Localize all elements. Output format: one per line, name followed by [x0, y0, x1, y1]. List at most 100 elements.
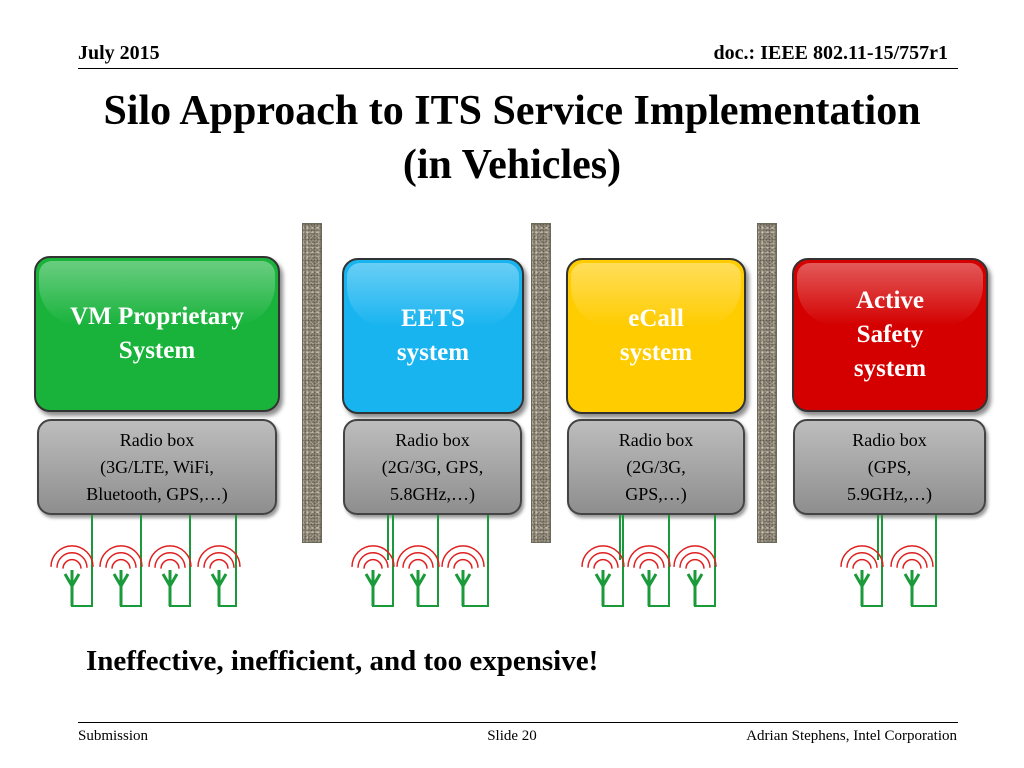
- antenna-wire: [462, 515, 489, 607]
- system-box-active-safety: Active Safety system: [792, 258, 988, 412]
- antenna-icon: [50, 545, 94, 606]
- signal-wave: [197, 545, 241, 567]
- antenna-arms: [63, 573, 81, 589]
- antenna-icon: [627, 545, 671, 606]
- signal-wave: [852, 558, 872, 569]
- signal-wave: [396, 545, 440, 567]
- slide-title-line-1: Silo Approach to ITS Service Implementat…: [103, 88, 921, 134]
- signal-wave: [593, 558, 613, 569]
- antenna-wire: [417, 515, 439, 607]
- radio-box-ecall: Radio box (2G/3G, GPS,…): [567, 419, 745, 515]
- antenna-wire: [694, 515, 716, 607]
- signal-wave: [50, 545, 94, 567]
- radio-box-label: Radio box (2G/3G, GPS, 5.8GHz,…): [381, 429, 484, 504]
- header-divider: [78, 68, 958, 69]
- silo-wall-2: [531, 223, 551, 543]
- antenna-wire: [218, 515, 237, 607]
- signal-wave: [105, 552, 137, 568]
- signal-wave: [408, 558, 428, 569]
- signal-wave: [402, 552, 434, 568]
- antenna-icon: [441, 545, 485, 606]
- antenna-arms: [409, 573, 427, 589]
- footer-author: Adrian Stephens, Intel Corporation: [746, 728, 957, 744]
- signal-wave: [679, 552, 711, 568]
- signal-wave: [209, 558, 229, 569]
- slide-title: Silo Approach to ITS Service Implementat…: [40, 84, 984, 192]
- signal-wave: [357, 552, 389, 568]
- signal-wave: [154, 552, 186, 568]
- antenna-wire: [602, 515, 624, 607]
- system-box-label: eCall system: [619, 305, 693, 366]
- signal-wave: [846, 552, 878, 568]
- signal-wave: [581, 545, 625, 567]
- footer-slide-number: Slide 20: [487, 728, 537, 744]
- signal-wave: [633, 552, 665, 568]
- antenna-arms: [210, 573, 228, 589]
- antenna-icon: [840, 545, 884, 606]
- conclusion-text: Ineffective, inefficient, and too expens…: [86, 645, 599, 677]
- antenna-arms: [454, 573, 472, 589]
- slide-title-line-2: (in Vehicles): [402, 142, 622, 188]
- antenna-icon: [890, 545, 934, 606]
- antenna-wire: [372, 515, 394, 607]
- antenna-arms: [594, 573, 612, 589]
- signal-wave: [111, 558, 131, 569]
- footer-submission: Submission: [78, 728, 149, 744]
- signal-wave: [902, 558, 922, 569]
- antenna-arms: [903, 573, 921, 589]
- signal-wave: [890, 545, 934, 567]
- radio-box-label: Radio box (GPS, 5.9GHz,…): [847, 429, 932, 504]
- signal-wave: [447, 552, 479, 568]
- signal-wave: [639, 558, 659, 569]
- signal-wave: [62, 558, 82, 569]
- antenna-arms: [364, 573, 382, 589]
- header-date: July 2015: [78, 42, 160, 64]
- antenna-arms: [112, 573, 130, 589]
- antenna-arms: [161, 573, 179, 589]
- system-box-label: EETS system: [396, 305, 470, 366]
- antenna-wire: [911, 515, 937, 607]
- footer-divider: [78, 722, 958, 723]
- signal-wave: [627, 545, 671, 567]
- signal-wave: [148, 545, 192, 567]
- antenna-wire: [71, 515, 93, 607]
- antenna-wire: [169, 515, 191, 607]
- signal-wave: [363, 558, 383, 569]
- signal-wave: [896, 552, 928, 568]
- system-box-vm-proprietary: VM Proprietary System: [34, 256, 280, 412]
- antenna-icon: [351, 545, 395, 606]
- radio-box-label: Radio box (2G/3G, GPS,…): [618, 429, 694, 504]
- signal-wave: [587, 552, 619, 568]
- antenna-wire: [648, 515, 670, 607]
- system-box-label: VM Proprietary System: [70, 303, 244, 364]
- signal-wave: [203, 552, 235, 568]
- radio-box-vm-proprietary: Radio box (3G/LTE, WiFi, Bluetooth, GPS,…: [37, 419, 277, 515]
- signal-wave: [685, 558, 705, 569]
- silo-wall-1: [302, 223, 322, 543]
- antenna-icon: [396, 545, 440, 606]
- signal-wave: [351, 545, 395, 567]
- signal-wave: [160, 558, 180, 569]
- antenna-icon: [197, 545, 241, 606]
- system-box-label: Active Safety system: [853, 287, 927, 382]
- system-box-eets: EETS system: [342, 258, 524, 414]
- radio-box-eets: Radio box (2G/3G, GPS, 5.8GHz,…): [343, 419, 522, 515]
- antenna-wire: [120, 515, 142, 607]
- system-box-ecall: eCall system: [566, 258, 746, 414]
- signal-wave: [673, 545, 717, 567]
- signal-wave: [99, 545, 143, 567]
- antenna-icon: [148, 545, 192, 606]
- antenna-icon: [581, 545, 625, 606]
- antenna-arms: [640, 573, 658, 589]
- silo-wall-3: [757, 223, 777, 543]
- signal-wave: [453, 558, 473, 569]
- radio-box-label: Radio box (3G/LTE, WiFi, Bluetooth, GPS,…: [86, 429, 228, 504]
- antenna-icon: [99, 545, 143, 606]
- radio-box-active-safety: Radio box (GPS, 5.9GHz,…): [793, 419, 986, 515]
- antenna-wire: [861, 515, 883, 607]
- antenna-arms: [853, 573, 871, 589]
- antenna-icon: [673, 545, 717, 606]
- signal-wave: [441, 545, 485, 567]
- header-doc-id: doc.: IEEE 802.11-15/757r1: [713, 42, 948, 64]
- signal-wave: [56, 552, 88, 568]
